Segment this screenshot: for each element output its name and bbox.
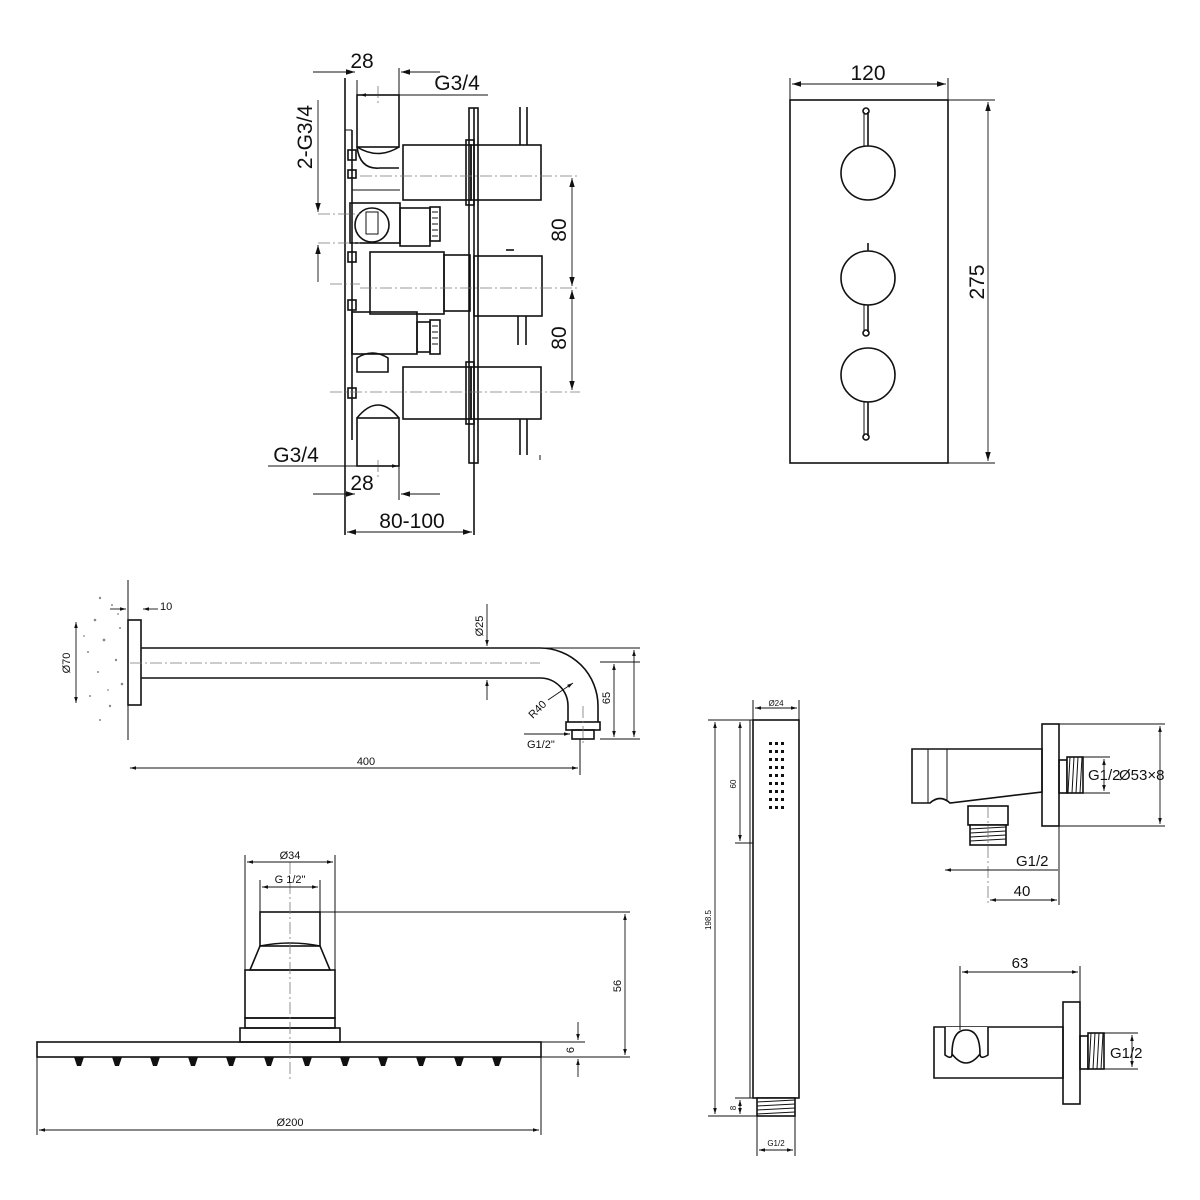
outlet-dim-thread-in: G1/2 xyxy=(1016,853,1049,870)
hand-dim-thread: G1/2 xyxy=(767,1139,785,1148)
head-dim-neck-dia: Ø34 xyxy=(280,850,301,862)
head-dim-diameter: Ø200 xyxy=(277,1117,304,1129)
arm-dim-flange-dia: Ø70 xyxy=(61,653,73,674)
arm-dim-bend-radius: R40 xyxy=(526,698,549,721)
valve-side-view: 28 G3/4 2-G3/4 80 80 G3/4 28 80-100 xyxy=(268,50,580,535)
hand-dim-thread-len: 8 xyxy=(729,1105,738,1110)
head-dim-plate: 6 xyxy=(565,1047,577,1053)
holder-dim-length: 63 xyxy=(1012,955,1029,972)
head-dim-thread: G 1/2" xyxy=(275,874,306,886)
arm-dim-length: 400 xyxy=(357,756,375,768)
outlet-dim-flange: Ø53×8 xyxy=(1119,767,1164,784)
arm-dim-outlet-thread: G1/2" xyxy=(527,739,555,751)
dim-bottom-thread: G3/4 xyxy=(273,444,319,467)
dim-bottom-width: 28 xyxy=(350,472,373,495)
arm-dim-pipe-dia: Ø25 xyxy=(474,616,486,637)
dim-top-thread: G3/4 xyxy=(434,72,480,95)
hand-dim-length: 198.5 xyxy=(704,909,713,930)
faceplate-dim-height: 275 xyxy=(966,264,989,299)
head-dim-height: 56 xyxy=(612,980,624,992)
wall-outlet-drawing: G1/2 Ø53×8 G1/2 40 xyxy=(911,723,1165,905)
dim-spacing-upper: 80 xyxy=(548,218,571,241)
outlet-dim-depth: 40 xyxy=(1014,883,1031,900)
hand-dim-dia: Ø24 xyxy=(768,699,784,708)
faceplate-front-view: 120 275 xyxy=(789,62,995,464)
hand-dim-spray: 60 xyxy=(729,779,738,788)
arm-dim-flange: 10 xyxy=(160,601,172,613)
hand-shower-drawing: Ø24 60 198.5 8 G1/2 xyxy=(704,699,800,1156)
holder-drawing: 63 G1/2 xyxy=(933,955,1143,1105)
arm-dim-drop: 65 xyxy=(601,692,613,704)
dim-side-thread: 2-G3/4 xyxy=(294,105,317,170)
outlet-dim-thread-out: G1/2 xyxy=(1088,767,1121,784)
shower-head-drawing: Ø34 G 1/2" 56 6 Ø200 xyxy=(36,850,630,1135)
shower-arm-drawing: 10 Ø70 Ø25 R40 65 G1/2" 400 xyxy=(61,580,640,775)
faceplate-dim-width: 120 xyxy=(850,62,885,85)
holder-dim-thread: G1/2 xyxy=(1110,1045,1143,1062)
dim-spacing-lower: 80 xyxy=(548,326,571,349)
dim-depth: 80-100 xyxy=(379,510,444,533)
dim-top-width: 28 xyxy=(350,50,373,73)
